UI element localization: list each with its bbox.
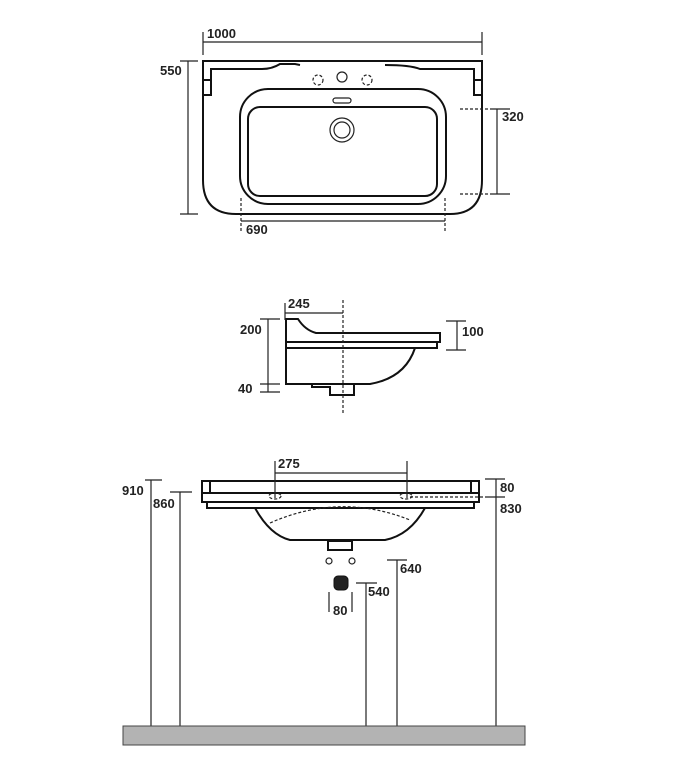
bowl-outer [239, 88, 447, 205]
dim-label-550: 550 [160, 63, 182, 78]
front-bowl [254, 507, 426, 541]
dim-860 [170, 491, 192, 726]
dim-bowl-depth-guides [460, 108, 490, 195]
dim-830 [485, 478, 505, 726]
tap-hole-center-icon [336, 71, 348, 83]
right-bracket [473, 79, 483, 96]
dim-label-690: 690 [246, 222, 268, 237]
dim-label-1000: 1000 [207, 26, 236, 41]
dim-label-80-trap: 80 [333, 603, 347, 618]
water-supply-left-icon [325, 557, 333, 565]
dim-tap-spacing [274, 461, 408, 498]
front-top-slab [201, 480, 480, 494]
front-left-bracket [201, 480, 211, 494]
tap-hole-right-icon [361, 74, 373, 86]
floor [122, 725, 526, 746]
bowl-inner [247, 106, 438, 197]
front-bowl-inner [269, 506, 411, 524]
top-view: 1000 550 320 690 [160, 26, 524, 237]
dim-depth [180, 60, 198, 215]
tap-hole-right-icon [399, 492, 413, 500]
dim-tap-offset [284, 303, 343, 320]
dim-label-80-rim: 80 [500, 480, 514, 495]
dim-height [260, 318, 280, 393]
dim-label-40: 40 [238, 381, 252, 396]
drain-inner-icon [333, 121, 351, 139]
dim-label-830: 830 [500, 501, 522, 516]
dim-bowl-width-guides [240, 198, 446, 232]
dim-label-245: 245 [288, 296, 310, 311]
dim-width [202, 32, 483, 55]
dim-trap-width [328, 592, 353, 612]
side-view: 245 200 40 100 [238, 296, 484, 415]
dim-label-540: 540 [368, 584, 390, 599]
left-bracket [202, 79, 212, 96]
water-supply-right-icon [348, 557, 356, 565]
side-profile [285, 318, 441, 385]
waste-outlet-icon [333, 575, 349, 591]
dim-label-100: 100 [462, 324, 484, 339]
dim-540 [356, 582, 377, 726]
dim-rim [446, 320, 466, 351]
tap-hole-left-icon [312, 74, 324, 86]
front-under-strip [206, 501, 475, 509]
front-drain [327, 540, 353, 551]
dim-910 [145, 479, 162, 726]
dim-label-320: 320 [502, 109, 524, 124]
dim-label-860: 860 [153, 496, 175, 511]
overflow-icon [332, 97, 352, 104]
front-right-bracket [470, 480, 480, 494]
side-drain [311, 384, 355, 396]
dim-label-275: 275 [278, 456, 300, 471]
dim-label-910: 910 [122, 483, 144, 498]
dim-label-640: 640 [400, 561, 422, 576]
dim-bowl-depth [490, 108, 510, 195]
dim-640 [387, 559, 407, 726]
drain-icon [329, 117, 355, 143]
back-rim [210, 63, 475, 95]
dim-label-200: 200 [240, 322, 262, 337]
basin-outline [202, 60, 483, 215]
front-view: 275 910 860 80 830 640 540 80 [122, 456, 526, 746]
